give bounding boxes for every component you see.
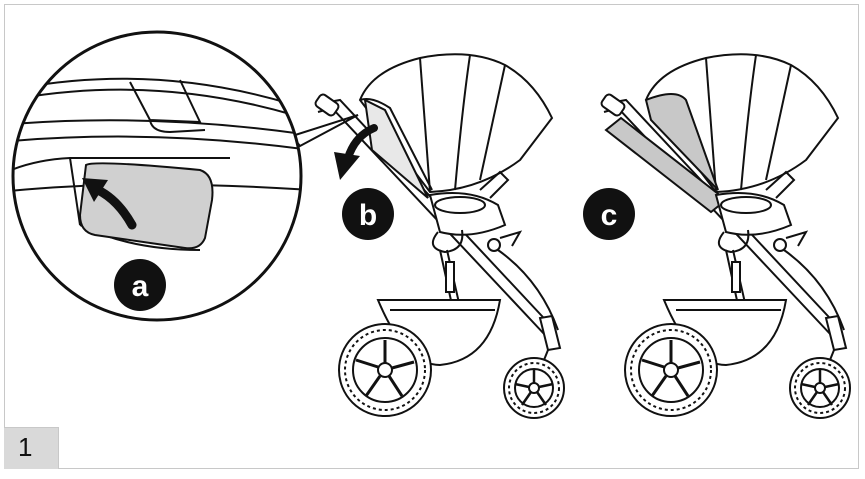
stroller-b [314, 53, 565, 419]
label-a-badge: a [114, 259, 166, 311]
curved-arrow-icon [82, 178, 137, 230]
step-number-box: 1 [4, 427, 59, 469]
label-c-badge: c [583, 188, 635, 240]
step-number: 1 [18, 432, 33, 462]
label-b: b [359, 199, 377, 232]
rotate-down-arrow-icon [334, 124, 378, 180]
label-c: c [601, 199, 618, 232]
detail-magnifier [11, 30, 359, 322]
stroller-c [600, 53, 851, 419]
release-lever [78, 162, 214, 250]
label-b-badge: b [342, 188, 394, 240]
label-a: a [132, 270, 149, 303]
